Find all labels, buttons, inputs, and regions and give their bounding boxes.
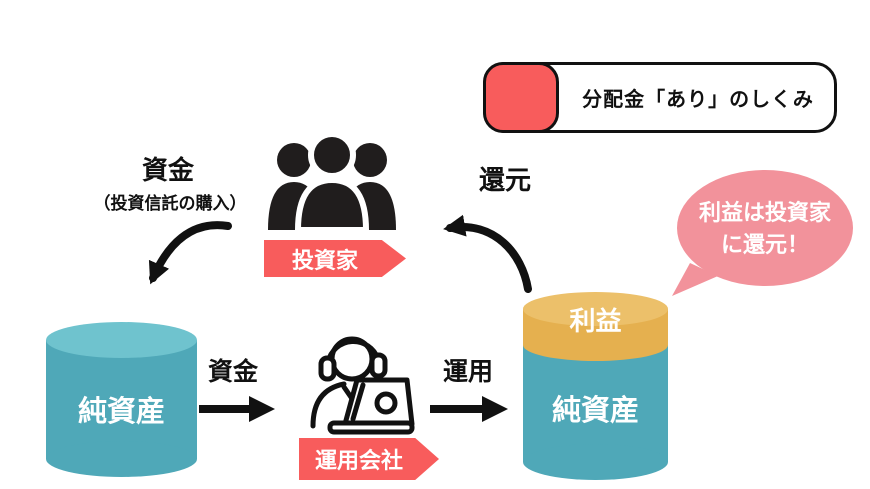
net-assets-cylinder-left: 純資産 [46, 322, 197, 477]
operate-flow-label: 運用 [442, 358, 493, 386]
speech-bubble-line2: に還元！ [720, 232, 809, 257]
investor-tag: 投資家 [264, 240, 406, 277]
management-company-tag: 運用会社 [299, 438, 439, 480]
speech-bubble-text: 利益は投資家 に還元！ [675, 197, 855, 261]
speech-bubble [672, 170, 853, 296]
operate-flow-arrow [430, 396, 508, 422]
title-box: 分配金「あり」のしくみ [483, 62, 837, 133]
diagram-title: 分配金「あり」のしくみ [582, 89, 814, 111]
curved-arrow-to-investors [443, 214, 532, 293]
net-assets-label-left: 純資産 [77, 396, 165, 428]
net-assets-label-right: 純資産 [551, 395, 639, 427]
fund-in-sublabel: （投資信託の購入） [93, 194, 247, 213]
fund-flow-label: 資金 [207, 358, 258, 386]
net-assets-cylinder-right: 利益 純資産 [523, 292, 668, 480]
return-label: 還元 [478, 165, 531, 195]
speech-bubble-line1: 利益は投資家 [698, 200, 831, 225]
curved-arrow-to-assets [148, 221, 232, 285]
investors-group-icon [268, 132, 396, 230]
fund-flow-arrow [199, 396, 275, 422]
profit-label: 利益 [569, 306, 622, 336]
operator-headset-icon [310, 336, 415, 435]
fund-in-label: 資金 [141, 155, 194, 185]
title-accent-square [483, 62, 559, 133]
